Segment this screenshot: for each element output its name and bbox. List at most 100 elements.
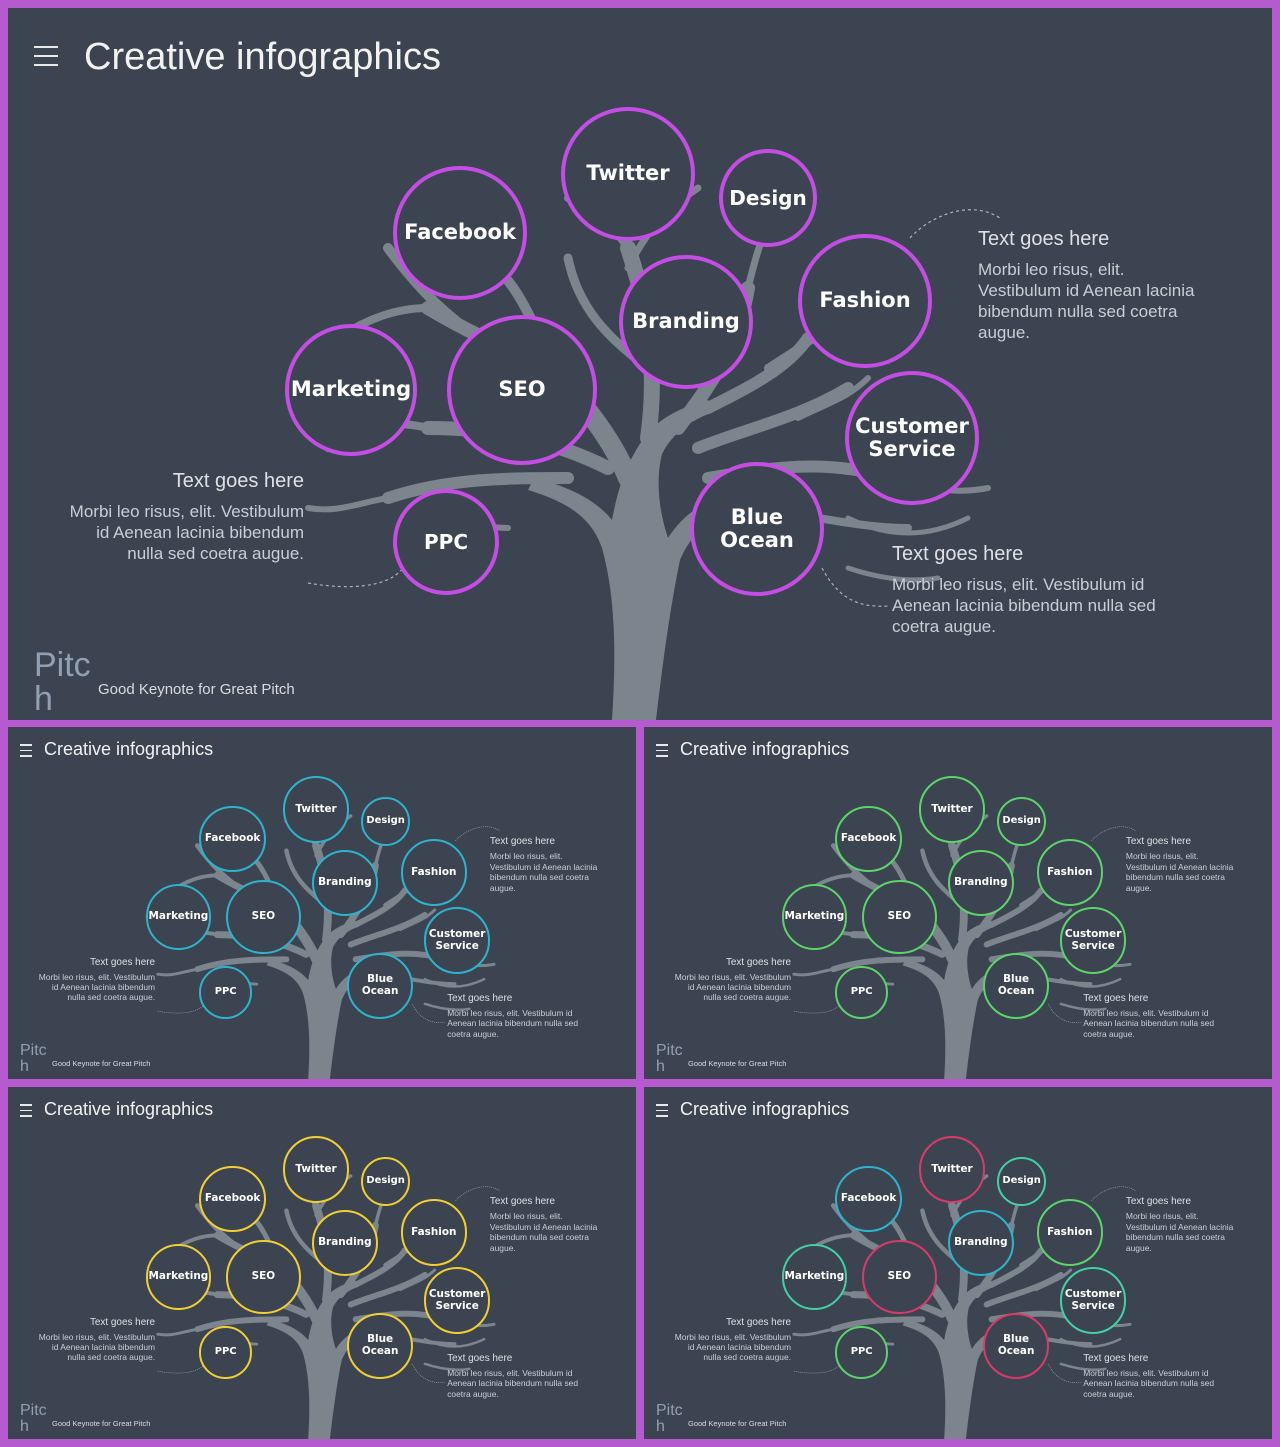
node-blue[interactable]: Blue Ocean [346, 1312, 414, 1380]
node-label: Design [729, 186, 807, 210]
node-blue[interactable]: Blue Ocean [690, 462, 824, 596]
node-label: SEO [251, 1270, 276, 1283]
node-customer[interactable]: Customer Service [1059, 1267, 1127, 1334]
node-facebook[interactable]: Facebook [199, 805, 266, 873]
node-label: Fashion [819, 288, 911, 313]
node-label: Twitter [931, 802, 973, 815]
node-label: Blue Ocean [997, 1333, 1035, 1357]
node-label: SEO [887, 1270, 912, 1283]
callout-body: Morbi leo risus, elit. Vestibulum id Aen… [892, 575, 1156, 636]
node-twitter[interactable]: Twitter [918, 1136, 986, 1203]
hamburger-menu-icon[interactable] [20, 744, 32, 757]
callout-heading: Text goes here [447, 992, 513, 1004]
node-branding[interactable]: Branding [619, 255, 753, 389]
node-blue[interactable]: Blue Ocean [982, 952, 1050, 1020]
node-label: Facebook [204, 1192, 261, 1205]
node-label: Blue Ocean [361, 973, 399, 997]
node-design[interactable]: Design [997, 797, 1046, 846]
node-ppc[interactable]: PPC [835, 965, 888, 1019]
node-customer[interactable]: Customer Service [423, 907, 491, 974]
node-fashion[interactable]: Fashion [1036, 1199, 1104, 1266]
node-facebook[interactable]: Facebook [835, 1165, 902, 1233]
node-twitter[interactable]: Twitter [561, 107, 695, 241]
node-label: Blue Ocean [361, 1333, 399, 1357]
node-design[interactable]: Design [719, 149, 817, 247]
node-facebook[interactable]: Facebook [835, 805, 902, 873]
node-twitter[interactable]: Twitter [282, 776, 350, 843]
node-ppc[interactable]: PPC [393, 489, 499, 595]
node-marketing[interactable]: Marketing [145, 1244, 212, 1310]
node-label: Customer Service [1064, 1288, 1122, 1312]
node-label: SEO [498, 377, 546, 402]
node-branding[interactable]: Branding [311, 1209, 379, 1277]
node-ppc[interactable]: PPC [199, 965, 252, 1019]
node-twitter[interactable]: Twitter [282, 1136, 350, 1203]
node-label: Twitter [586, 161, 670, 186]
callout-body: Morbi leo risus, elit. Vestibulum id Aen… [1125, 1211, 1234, 1253]
node-label: SEO [887, 910, 912, 923]
node-label: Fashion [411, 1225, 457, 1238]
node-ppc[interactable]: PPC [835, 1325, 888, 1379]
node-label: SEO [251, 910, 276, 923]
node-seo[interactable]: SEO [226, 879, 301, 955]
node-seo[interactable]: SEO [447, 315, 597, 465]
callout-body: Morbi leo risus, elit. Vestibulum id Aen… [38, 1331, 156, 1363]
node-label: Twitter [295, 802, 337, 815]
callout-heading: Text goes here [725, 956, 792, 968]
node-fashion[interactable]: Fashion [1036, 839, 1104, 906]
node-fashion[interactable]: Fashion [400, 839, 468, 906]
node-customer[interactable]: Customer Service [845, 371, 979, 505]
node-seo[interactable]: SEO [226, 1239, 301, 1315]
node-design[interactable]: Design [361, 797, 410, 846]
node-twitter[interactable]: Twitter [918, 776, 986, 843]
node-branding[interactable]: Branding [311, 849, 379, 917]
tree-trunk [528, 400, 744, 720]
node-label: Facebook [840, 1192, 897, 1205]
callout-body: Morbi leo risus, elit. Vestibulum id Aen… [1083, 1367, 1215, 1399]
node-marketing[interactable]: Marketing [781, 1244, 848, 1310]
callout-body: Morbi leo risus, elit. Vestibulum id Aen… [674, 1331, 792, 1363]
node-customer[interactable]: Customer Service [423, 1267, 491, 1334]
node-label: Fashion [1047, 865, 1093, 878]
brand-logo-text: Pitch [656, 1042, 683, 1075]
callout-heading: Text goes here [489, 1196, 556, 1208]
node-marketing[interactable]: Marketing [781, 884, 848, 950]
node-label: Design [366, 1174, 405, 1186]
hamburger-menu-icon[interactable] [34, 46, 58, 66]
hamburger-menu-icon[interactable] [656, 744, 668, 757]
node-fashion[interactable]: Fashion [798, 234, 932, 368]
node-design[interactable]: Design [997, 1157, 1046, 1206]
callout-heading: Text goes here [172, 470, 304, 492]
node-blue[interactable]: Blue Ocean [982, 1312, 1050, 1380]
node-facebook[interactable]: Facebook [199, 1165, 266, 1233]
node-seo[interactable]: SEO [862, 1239, 937, 1315]
callout-body: Morbi leo risus, elit. Vestibulum id Aen… [978, 260, 1195, 342]
node-marketing[interactable]: Marketing [145, 884, 212, 950]
callout-heading: Text goes here [1125, 836, 1192, 848]
node-customer[interactable]: Customer Service [1059, 907, 1127, 974]
node-blue[interactable]: Blue Ocean [346, 952, 414, 1020]
callout-body: Morbi leo risus, elit. Vestibulum id Aen… [38, 971, 156, 1003]
node-seo[interactable]: SEO [862, 879, 937, 955]
callout-heading: Text goes here [892, 543, 1024, 565]
hamburger-menu-icon[interactable] [20, 1104, 32, 1117]
callout-heading: Text goes here [978, 228, 1110, 250]
node-fashion[interactable]: Fashion [400, 1199, 468, 1266]
node-label: Marketing [148, 1270, 209, 1283]
node-ppc[interactable]: PPC [199, 1325, 252, 1379]
node-label: Customer Service [428, 1288, 486, 1312]
node-facebook[interactable]: Facebook [393, 166, 527, 300]
node-branding[interactable]: Branding [947, 849, 1015, 917]
callout-heading: Text goes here [89, 1316, 156, 1328]
hamburger-menu-icon[interactable] [656, 1104, 668, 1117]
brand-tagline: Good Keynote for Great Pitch [688, 1059, 787, 1068]
node-branding[interactable]: Branding [947, 1209, 1015, 1277]
node-design[interactable]: Design [361, 1157, 410, 1206]
node-marketing[interactable]: Marketing [285, 324, 417, 456]
